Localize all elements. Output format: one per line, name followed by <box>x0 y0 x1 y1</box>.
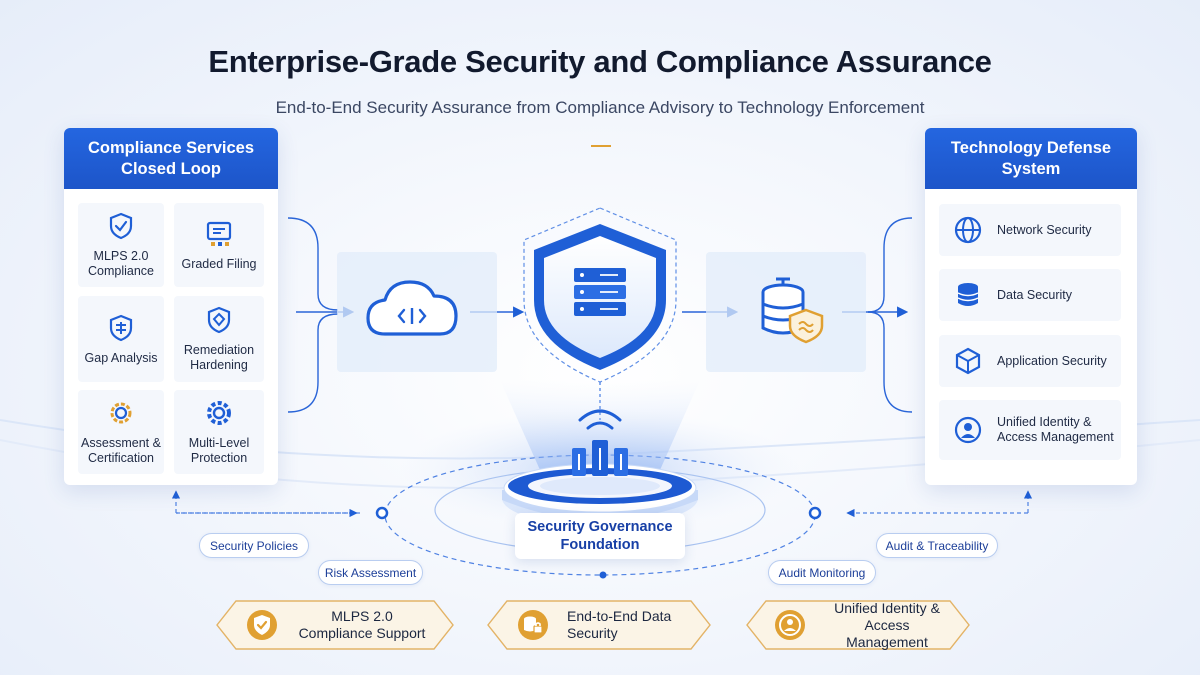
badge-frame <box>746 600 970 650</box>
badge-label: Unified Identity & Access Management <box>834 599 940 650</box>
database-shield-icon <box>761 277 824 344</box>
badge-mlps-support[interactable]: MLPS 2.0 Compliance Support <box>216 600 454 650</box>
gear-protection-icon <box>207 401 231 425</box>
tile-remediation-hardening[interactable]: Remediation Hardening <box>174 296 264 382</box>
item-label: Data Security <box>997 287 1073 302</box>
shield-gap-icon <box>109 314 133 341</box>
item-network-security[interactable]: Network Security <box>939 204 1121 256</box>
tile-label: Graded Filing <box>181 256 257 271</box>
pill-security-policies[interactable]: Security Policies <box>199 533 309 558</box>
shield-server-icon <box>534 224 666 370</box>
user-identity-icon <box>954 416 982 444</box>
badge-frame <box>487 600 711 650</box>
cloud-code-icon <box>366 280 458 336</box>
tile-label: Assessment & Certification <box>81 436 161 465</box>
item-data-security[interactable]: Data Security <box>939 269 1121 321</box>
badge-identity-access[interactable]: Unified Identity & Access Management <box>746 600 970 650</box>
document-grade-icon <box>206 221 232 246</box>
pill-audit-monitoring[interactable]: Audit Monitoring <box>768 560 876 585</box>
tile-label: Gap Analysis <box>84 350 158 365</box>
badge-end-to-end-data[interactable]: End-to-End Data Security <box>487 600 711 650</box>
shield-check-icon <box>109 212 133 240</box>
tile-label: Multi-Level Protection <box>188 436 250 465</box>
platform-signal-icon <box>572 409 628 476</box>
security-governance-foundation[interactable]: Security Governance Foundation <box>515 513 685 559</box>
page-subtitle: End-to-End Security Assurance from Compl… <box>275 98 925 117</box>
identity-lock-icon <box>775 610 805 640</box>
pill-audit-traceability[interactable]: Audit & Traceability <box>876 533 998 558</box>
compliance-services-panel: Compliance Services Closed Loop MLPS 2.0… <box>64 128 278 485</box>
database-icon <box>957 283 979 306</box>
certificate-gear-icon <box>110 402 132 424</box>
item-application-security[interactable]: Application Security <box>939 335 1121 387</box>
defense-panel-title: Technology Defense System <box>925 128 1137 189</box>
shield-check-icon <box>247 610 277 640</box>
pill-risk-assessment[interactable]: Risk Assessment <box>318 560 423 585</box>
tile-gap-analysis[interactable]: Gap Analysis <box>78 296 164 382</box>
tile-label: Remediation Hardening <box>183 343 255 372</box>
item-label: Application Security <box>997 353 1107 368</box>
globe-icon <box>954 216 982 244</box>
tile-graded-filing[interactable]: Graded Filing <box>174 203 264 287</box>
item-label: Network Security <box>997 222 1092 237</box>
cube-icon <box>955 347 981 375</box>
technology-defense-panel: Technology Defense System Network Securi… <box>925 128 1137 485</box>
tile-label: MLPS 2.0 Compliance <box>87 249 154 278</box>
compliance-panel-title: Compliance Services Closed Loop <box>64 128 278 189</box>
page-title: Enterprise-Grade Security and Compliance… <box>208 44 992 79</box>
title-divider <box>591 145 611 147</box>
tile-multi-level-protection[interactable]: Multi-Level Protection <box>174 390 264 474</box>
item-identity-access[interactable]: Unified Identity & Access Management <box>939 400 1121 460</box>
tile-assessment-certification[interactable]: Assessment & Certification <box>78 390 164 474</box>
badge-label: MLPS 2.0 Compliance Support <box>298 608 426 641</box>
shield-hardening-icon <box>207 306 231 334</box>
data-lock-icon <box>518 610 548 640</box>
badge-label: End-to-End Data Security <box>567 608 672 641</box>
badge-frame <box>216 600 454 650</box>
tile-mlps-compliance[interactable]: MLPS 2.0 Compliance <box>78 203 164 287</box>
item-label: Unified Identity & Access Management <box>997 415 1114 444</box>
